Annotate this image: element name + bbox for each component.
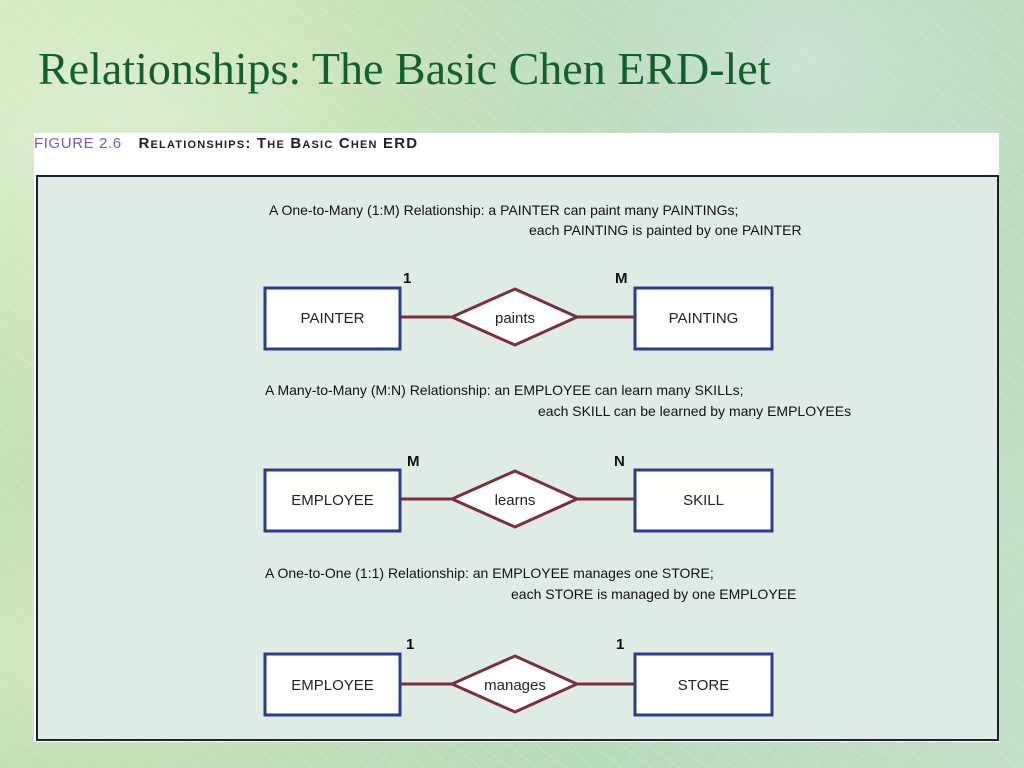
- relationship-description-line1: A Many-to-Many (M:N) Relationship: an EM…: [265, 382, 744, 398]
- relationship-many-to-many: A Many-to-Many (M:N) Relationship: an EM…: [263, 382, 851, 533]
- entity-box-right: [633, 652, 774, 717]
- entity-box-right: [633, 468, 774, 533]
- diagram-panel: A One-to-Many (1:M) Relationship: a PAIN…: [36, 175, 999, 741]
- left-cardinality-label: 1: [406, 636, 414, 653]
- figure: FIGURE 2.6 Relationships: The Basic Chen…: [34, 133, 999, 742]
- relationship-description-line1: A One-to-One (1:1) Relationship: an EMPL…: [265, 565, 714, 581]
- entity-label-left: EMPLOYEE: [291, 677, 374, 694]
- entity-box-left: [263, 468, 402, 533]
- right-cardinality-label: 1: [616, 636, 624, 653]
- relationship-label: learns: [495, 492, 536, 509]
- figure-caption: FIGURE 2.6 Relationships: The Basic Chen…: [34, 135, 418, 152]
- entity-box-left: [263, 286, 402, 351]
- relationship-description-line1: A One-to-Many (1:M) Relationship: a PAIN…: [269, 202, 738, 218]
- entity-box-left: [263, 652, 402, 717]
- relationship-description-line2: each SKILL can be learned by many EMPLOY…: [538, 403, 851, 419]
- figure-number: FIGURE 2.6: [34, 135, 122, 152]
- relationship-description-line2: each PAINTING is painted by one PAINTER: [529, 222, 802, 238]
- relationship-diamond: [448, 654, 581, 714]
- entity-label-right: STORE: [678, 677, 729, 694]
- relationship-label: paints: [495, 310, 535, 327]
- entity-label-right: SKILL: [683, 492, 724, 509]
- entity-label-right: PAINTING: [669, 310, 739, 327]
- erd-diagram: A One-to-Many (1:M) Relationship: a PAIN…: [263, 202, 851, 717]
- relationship-one-to-one: A One-to-One (1:1) Relationship: an EMPL…: [263, 565, 796, 717]
- relationship-diamond: [448, 287, 581, 347]
- slide-title: Relationships: The Basic Chen ERD-let: [38, 43, 771, 94]
- right-cardinality-label: N: [614, 453, 625, 470]
- relationship-description-line2: each STORE is managed by one EMPLOYEE: [511, 586, 796, 602]
- entity-label-left: PAINTER: [301, 310, 365, 327]
- left-cardinality-label: M: [407, 453, 420, 470]
- relationship-label: manages: [484, 677, 546, 694]
- entity-label-left: EMPLOYEE: [291, 492, 374, 509]
- entity-box-right: [633, 286, 774, 351]
- relationship-diamond: [448, 469, 581, 529]
- left-cardinality-label: 1: [403, 270, 411, 287]
- relationship-one-to-many: A One-to-Many (1:M) Relationship: a PAIN…: [263, 202, 802, 351]
- figure-title: Relationships: The Basic Chen ERD: [138, 135, 419, 152]
- right-cardinality-label: M: [615, 270, 628, 287]
